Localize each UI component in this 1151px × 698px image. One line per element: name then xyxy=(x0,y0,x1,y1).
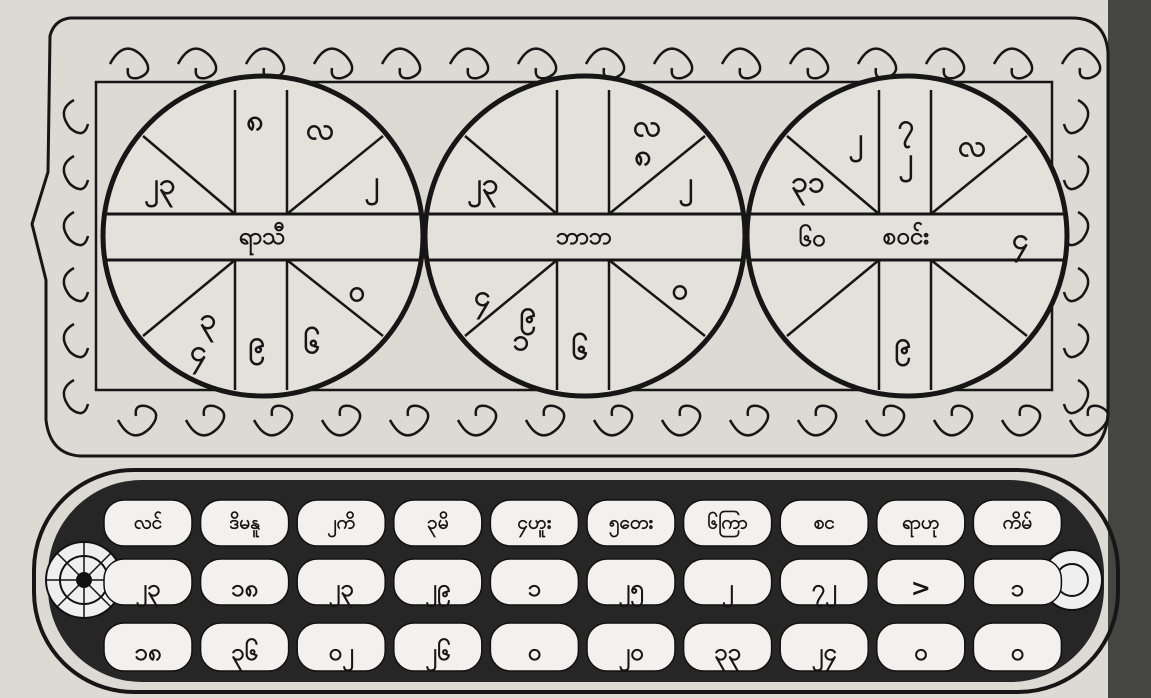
table-cell: ၃၆ xyxy=(231,640,258,664)
wheel-3-name: စဝင်း xyxy=(883,224,929,248)
table-cell: ၂၅ xyxy=(618,576,643,600)
wheel-1-lower-right: ဝ xyxy=(349,277,366,307)
table-header-cell: ၃မိ xyxy=(427,514,449,533)
wheel-1-lower-left-2: ၄ xyxy=(190,337,207,367)
wheel-1-upper-top: ၈ xyxy=(246,106,263,136)
table-cell: ၂၃ xyxy=(135,576,160,600)
wheel-2-upper-right-mid: ၈ xyxy=(634,141,651,171)
table-cell: ၇၂ xyxy=(812,576,837,600)
table-cell: ၁၈ xyxy=(231,576,258,600)
wheel-3-lower-mid: ၉ xyxy=(895,329,912,359)
wheel-1-name: ရာသီ xyxy=(239,224,286,248)
wheel-3-right-label: ၄ xyxy=(1012,225,1029,255)
wheel-2-lower-left: ၄ xyxy=(474,282,491,312)
wheel-3-upper-mid-2: ၇ xyxy=(898,111,915,141)
table-header-cell: ကိမ် xyxy=(1003,514,1032,533)
table-header-cell: ၆ကြာ xyxy=(707,514,747,533)
table-cell: > xyxy=(911,576,931,600)
right-dark-edge xyxy=(1108,0,1151,698)
table-cell: ၀ xyxy=(1011,640,1025,664)
table-header-cell: ၅တေး xyxy=(609,514,653,533)
table-cell: ၂၀ xyxy=(618,640,643,664)
table-cell: ၁ xyxy=(528,576,542,600)
wheel-1-upper-right-top: လ xyxy=(306,115,334,145)
wheel-3-upper-left: ၃၁ xyxy=(791,168,825,198)
wheel-3-upper-mid: ၂ xyxy=(849,125,864,155)
table-header-cell: စင xyxy=(814,514,835,533)
wheel-3-upper-right-top: လ xyxy=(958,132,986,162)
table-cell: ၂၉ xyxy=(425,576,450,600)
wheel-2-lower-mid: ၆ xyxy=(572,335,589,365)
wheel-2-upper-right: ၂ xyxy=(679,169,694,199)
table-cell: ၃၃ xyxy=(714,640,741,664)
table-header-cell: ဒိမနူ xyxy=(229,514,260,533)
table-cell: ၀၂ xyxy=(329,640,354,664)
table-header-cell: ၄ဟူး xyxy=(517,514,551,533)
table-cell: ၂ xyxy=(722,576,734,600)
table-cell: ၁၈ xyxy=(134,640,161,664)
table-cell: ၂၃ xyxy=(329,576,354,600)
wheel-1-lower-mid-left: ၉ xyxy=(249,328,266,358)
table-cell: ၀ xyxy=(914,640,928,664)
table-header-cell: ၂ကိ xyxy=(327,514,355,533)
wheel-2-name: ဘာဘ xyxy=(556,224,612,248)
wheel-2-upper-left: ၂၃ xyxy=(467,170,499,200)
table-header-cell: လင် xyxy=(134,514,162,533)
wheel-2-lower-mid-left-2: ၁ xyxy=(513,326,530,356)
wheel-1-upper-left: ၂၃ xyxy=(144,170,176,200)
table-cell: ၀ xyxy=(528,640,542,664)
wheel-3-upper-mid-3: ၂ xyxy=(899,145,914,175)
table-cell: ၂၄ xyxy=(812,640,837,664)
table-header-cell: ရာဟု xyxy=(902,514,939,533)
table-cell: ၁ xyxy=(1011,576,1025,600)
wheel-1-upper-right: ၂ xyxy=(365,168,380,198)
wheel-3-left-label: ၆၀ xyxy=(799,226,826,250)
wheel-1-lower-left: ၃ xyxy=(200,305,217,335)
wheel-1-lower-mid-right: ၆ xyxy=(304,329,321,359)
table-cell: ၂၆ xyxy=(425,640,450,664)
wheel-2-lower-right: ဝ xyxy=(672,275,689,305)
